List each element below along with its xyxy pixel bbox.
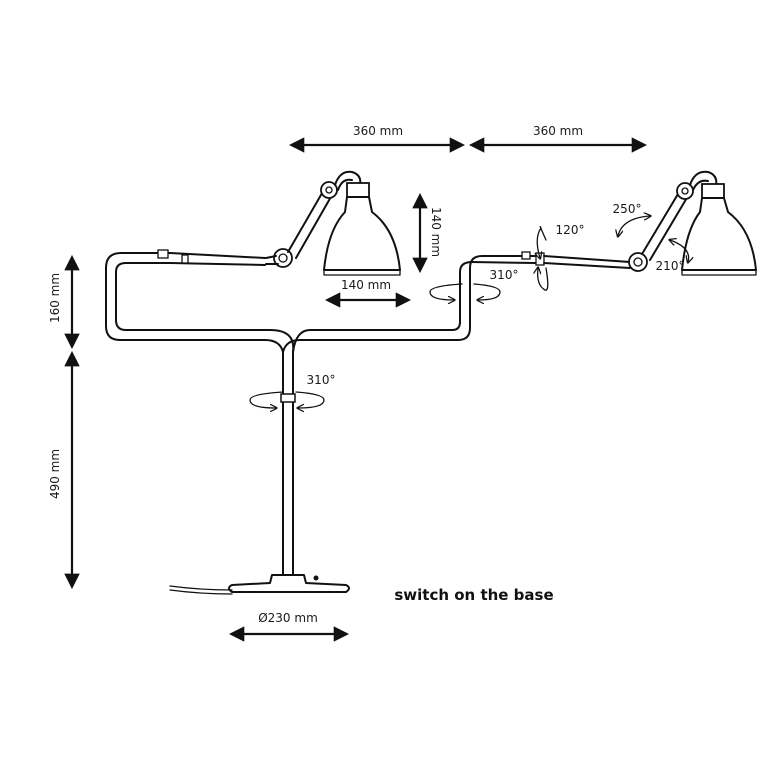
rotation-arrows [249,216,689,408]
label-head-rotation-upper: 250° [613,202,642,216]
label-shade-width: 140 mm [341,278,391,292]
dimension-arrows [64,137,648,642]
lamp-structure [105,170,757,595]
label-arm-left-length: 360 mm [353,124,403,138]
label-lower-height: 490 mm [48,449,62,499]
label-switch-note: switch on the base [394,586,553,604]
label-stem-rotation: 310° [307,373,336,387]
label-upper-height: 160 mm [48,273,62,323]
label-arm-right-length: 360 mm [533,124,583,138]
label-joint-tilt: 120° [556,223,585,237]
label-head-rotation-lower: 210° [656,259,685,273]
label-base-diameter: Ø230 mm [258,611,318,625]
label-elbow-rotation: 310° [490,268,519,282]
label-shade-height: 140 mm [429,207,443,257]
